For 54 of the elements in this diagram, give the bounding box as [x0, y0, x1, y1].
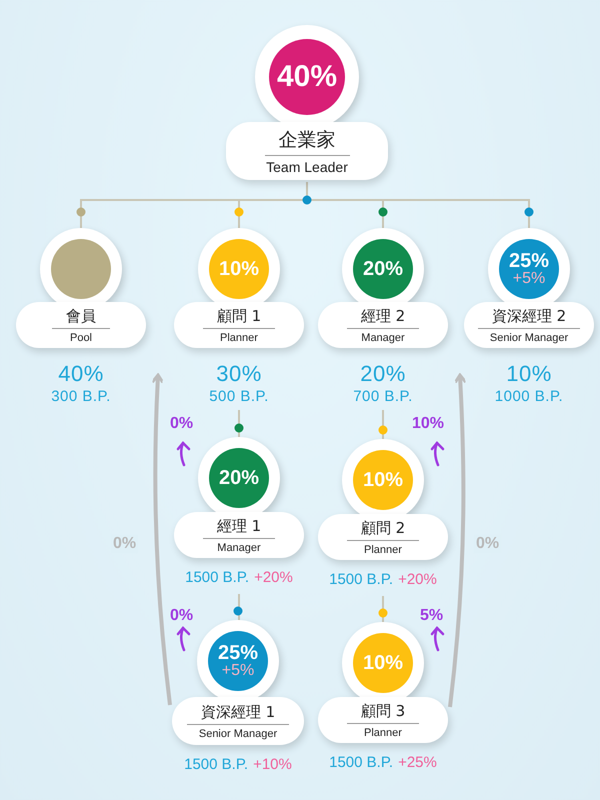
share-text: 40%	[57, 361, 105, 387]
arrow	[151, 374, 172, 706]
percentage-text: 40%	[276, 62, 338, 92]
percentage-text: 25%	[218, 643, 258, 663]
subtitle-text: Team Leader	[266, 158, 348, 175]
percentage-label: 10%	[412, 415, 444, 433]
share-text: 30%	[215, 361, 263, 387]
percentage-label: 5%	[420, 607, 444, 625]
points-text: 300 B.P.	[50, 388, 112, 405]
percentage-text: 10%	[362, 470, 404, 490]
points-text: 700 B.P.	[352, 388, 414, 405]
percentage-label: 0%	[170, 607, 194, 625]
title-text: 企業家	[264, 127, 350, 156]
connector-line	[382, 596, 384, 622]
bonus-text: +10%	[253, 756, 292, 773]
points-text: 1000 B.P.	[494, 388, 564, 405]
connector-line	[382, 410, 384, 439]
percentage-text: 20%	[218, 468, 260, 488]
percentage-text: 10%	[362, 653, 404, 673]
arrow	[448, 374, 467, 708]
title-text: 資深經理 1	[186, 702, 290, 724]
title-text: 顧問 3	[346, 702, 420, 724]
title-text: 顧問 1	[202, 306, 276, 328]
points-text: 500 B.P.	[208, 388, 270, 405]
subtitle-text: Planner	[364, 726, 402, 738]
percentage-text: 20%	[362, 259, 404, 279]
bonus-text: +25%	[398, 754, 437, 771]
subtitle-text: Senior Manager	[490, 330, 568, 344]
percentage-label: 0%	[170, 415, 194, 433]
title-text: 會員	[52, 306, 110, 328]
subtitle-text: Planner	[220, 330, 258, 344]
bonus-text: +5%	[512, 271, 546, 287]
bonus-text: +5%	[222, 663, 254, 679]
bonus-text: +20%	[254, 569, 293, 586]
connector-line	[238, 594, 240, 620]
percentage-text: 10%	[218, 259, 260, 279]
title-text: 資深經理 2	[478, 306, 580, 328]
bonus-text: +20%	[398, 571, 437, 588]
subtitle-text: Manager	[361, 330, 405, 344]
percentage-text: 25%	[508, 251, 550, 271]
title-text: 經理 2	[346, 306, 420, 328]
title-text: 顧問 2	[346, 518, 420, 540]
points-text: 1500 B.P.	[329, 754, 394, 771]
subtitle-text: Pool	[70, 330, 92, 344]
points-text: 1500 B.P.	[184, 756, 248, 773]
subtitle-text: Manager	[217, 540, 261, 554]
points-text: 1500 B.P.	[329, 571, 394, 588]
share-text: 10%	[505, 361, 553, 387]
subtitle-text: Planner	[364, 542, 402, 556]
share-text: 20%	[359, 361, 407, 387]
connector-line	[238, 410, 240, 437]
subtitle-text: Senior Manager	[198, 726, 278, 740]
title-text: 經理 1	[202, 516, 276, 538]
points-text: 1500 B.P.	[185, 569, 250, 586]
